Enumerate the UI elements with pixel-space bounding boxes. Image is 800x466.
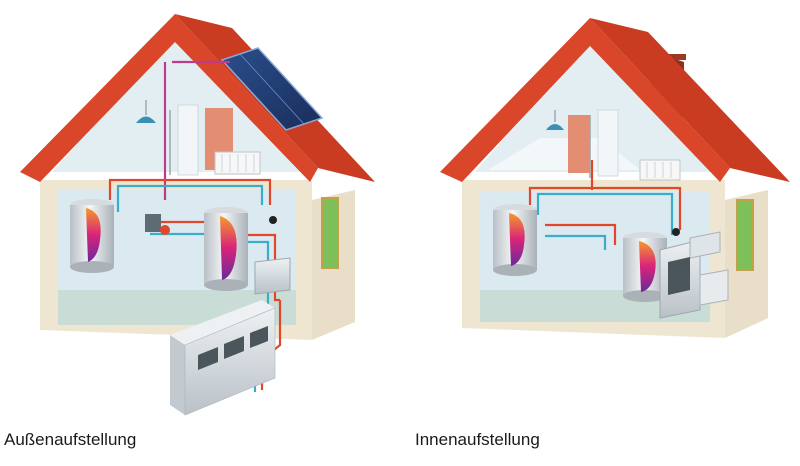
storage-tank-left: [70, 199, 114, 273]
door-right: [568, 115, 590, 173]
house-right: [440, 18, 790, 338]
house-right-attic: [475, 38, 715, 172]
house-left-attic: [52, 35, 300, 172]
house-right-roof-side: [590, 18, 790, 182]
window-left: [321, 197, 339, 269]
pipes-right: [528, 160, 682, 250]
window-right: [736, 199, 754, 271]
pump-icon-right: [672, 228, 680, 236]
radiator-right: [639, 159, 681, 181]
lamp-icon: [136, 116, 156, 123]
caption-outdoor-installation: Außenaufstellung: [4, 430, 137, 449]
control-unit-left: [145, 214, 161, 232]
indoor-heat-pump: [659, 231, 729, 319]
outdoor-heat-pump: [170, 300, 276, 416]
lamp-icon-right: [546, 124, 564, 130]
house-left-roof: [20, 14, 318, 182]
radiator-left: [214, 151, 261, 175]
pump-icon: [269, 216, 277, 224]
caption-indoor-installation: Innenaufstellung: [415, 430, 540, 449]
house-left: [20, 14, 375, 416]
storage-tank-right: [493, 204, 537, 276]
indoor-box-left: [254, 257, 291, 295]
buffer-tank-left: [204, 207, 248, 291]
house-right-roof: [440, 18, 730, 182]
